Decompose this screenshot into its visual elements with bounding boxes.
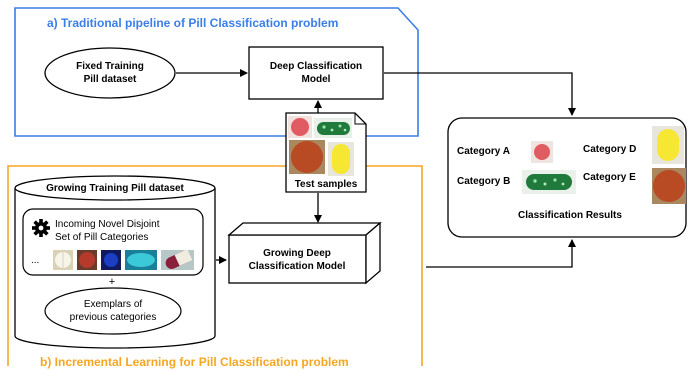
panel-a-frame xyxy=(14,7,419,137)
panel-a-title: a) Traditional pipeline of Pill Classifi… xyxy=(47,16,338,30)
growing-dataset-title: Growing Training Pill dataset xyxy=(46,183,184,194)
growing-model-label-2: Classification Model xyxy=(249,261,346,272)
panel-b-title: b) Incremental Learning for Pill Classif… xyxy=(40,355,349,369)
exemplars-label-2: previous categories xyxy=(70,312,157,323)
deep-model-node xyxy=(248,46,384,100)
test-sample-pills xyxy=(288,116,354,176)
incoming-label-1: Incoming Novel Disjoint xyxy=(55,219,160,230)
category-b-label: Category B xyxy=(457,176,510,187)
category-d-pill xyxy=(652,126,684,164)
exemplars-label-1: Exemplars of xyxy=(84,299,143,310)
category-a-label: Category A xyxy=(457,146,510,157)
plus-sign: + xyxy=(109,276,115,288)
panel-b-frame xyxy=(7,165,423,366)
arrow-model-to-results xyxy=(384,72,576,116)
growing-model-node xyxy=(227,221,382,285)
fixed-dataset-label-1: Fixed Training xyxy=(76,61,144,72)
fixed-dataset-label-2: Pill dataset xyxy=(84,74,137,85)
growing-model-label-1: Growing Deep xyxy=(263,248,331,259)
category-d-label: Category D xyxy=(583,144,636,155)
incoming-pill-thumbnails xyxy=(53,249,194,270)
arrow-growing-to-results xyxy=(426,239,576,268)
category-a-pill xyxy=(531,141,553,163)
test-samples-label: Test samples xyxy=(295,179,358,190)
results-title: Classification Results xyxy=(518,210,622,221)
fixed-dataset-node xyxy=(44,47,176,99)
incoming-ellipsis: ... xyxy=(31,255,39,266)
incoming-label-2: Set of Pill Categories xyxy=(55,232,148,243)
gear-icon xyxy=(32,219,50,237)
category-e-label: Category E xyxy=(583,172,636,183)
deep-model-label-1: Deep Classification xyxy=(270,61,362,72)
category-e-pill xyxy=(652,168,686,204)
exemplars-node xyxy=(44,287,182,335)
deep-model-label-2: Model xyxy=(302,74,331,85)
category-b-pill xyxy=(522,170,576,194)
